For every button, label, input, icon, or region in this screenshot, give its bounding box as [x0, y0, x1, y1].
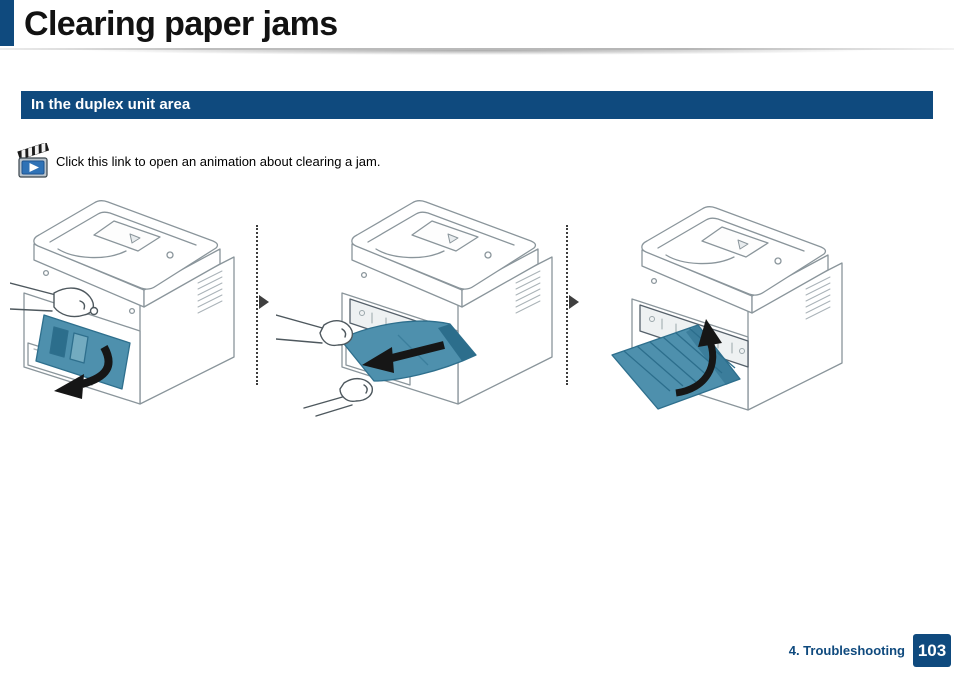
title-accent-bar: [0, 0, 14, 46]
animation-link-text[interactable]: Click this link to open an animation abo…: [56, 153, 381, 169]
printer-remove-jammed-paper-illustration: [276, 200, 553, 417]
step-separator: [256, 225, 269, 385]
title-divider: [0, 48, 954, 50]
chapter-label: 4. Troubleshooting: [788, 643, 905, 658]
title-shadow: [0, 50, 954, 62]
animation-link-row[interactable]: Click this link to open an animation abo…: [16, 143, 380, 179]
section-heading-banner: In the duplex unit area: [21, 91, 933, 119]
page-number-badge: 103: [913, 634, 951, 667]
step-separator: [566, 225, 579, 385]
right-arrow-icon: [259, 295, 269, 309]
printer-close-rear-cover-illustration: [611, 206, 843, 411]
procedure-figures: [0, 197, 954, 425]
right-arrow-icon: [569, 295, 579, 309]
section-heading: In the duplex unit area: [31, 96, 191, 113]
clapperboard-play-icon[interactable]: [16, 143, 50, 179]
page-title: Clearing paper jams: [24, 5, 338, 43]
printer-pull-duplex-unit-illustration: [10, 200, 235, 405]
